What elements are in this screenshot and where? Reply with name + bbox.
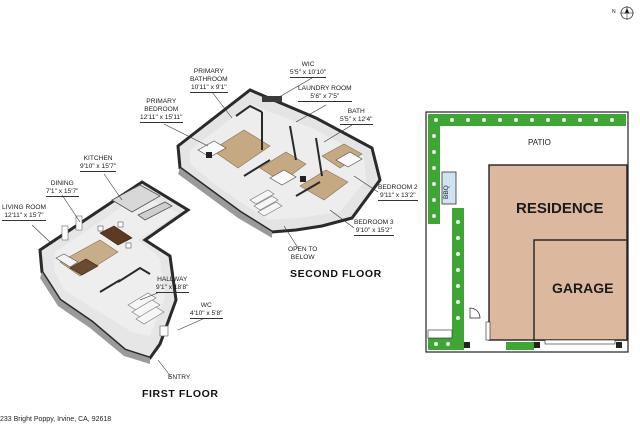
site-plan <box>425 111 629 353</box>
property-address: 233 Bright Poppy, Irvine, CA, 92618 <box>0 416 112 423</box>
compass-icon <box>620 6 634 20</box>
room-label-bedroom-3: BEDROOM 3 9'10" x 15'2" <box>354 219 394 236</box>
room-label-living-room: LIVING ROOM 12'11" x 15'7" <box>2 204 46 221</box>
site-label-garage: GARAGE <box>552 280 614 296</box>
room-label-hallway: HALLWAY 9'1" x 18'8" <box>156 276 189 293</box>
room-label-dining: DINING 7'1" x 15'7" <box>46 180 79 197</box>
room-label-laundry-room: LAUNDRY ROOM 5'6" x 7'5" <box>298 85 352 102</box>
room-label-kitchen: KITCHEN 9'10" x 15'7" <box>80 155 117 172</box>
room-label-wc: WC 4'10" x 5'8" <box>190 302 223 319</box>
second-floor-title: SECOND FLOOR <box>290 268 382 280</box>
first-floor-plan <box>38 180 191 364</box>
room-label-primary-bathroom: PRIMARY BATHROOM 10'11" x 9'1" <box>190 68 228 93</box>
compass-label: N <box>612 9 616 15</box>
room-label-bath: BATH 5'5" x 12'4" <box>340 108 373 125</box>
room-label-entry: ENTRY <box>168 374 191 381</box>
second-floor-plan <box>176 88 382 238</box>
room-label-bedroom-2: BEDROOM 2 9'11" x 13'2" <box>378 184 418 201</box>
site-label-patio: PATIO <box>528 138 551 147</box>
room-label-open-to-below: OPEN TO BELOW <box>288 246 318 261</box>
room-label-wic: WIC 5'5" x 10'10" <box>290 61 327 78</box>
site-label-residence: RESIDENCE <box>516 200 604 217</box>
room-label-primary-bedroom: PRIMARY BEDROOM 12'11" x 15'11" <box>140 98 183 123</box>
first-floor-title: FIRST FLOOR <box>142 388 219 400</box>
